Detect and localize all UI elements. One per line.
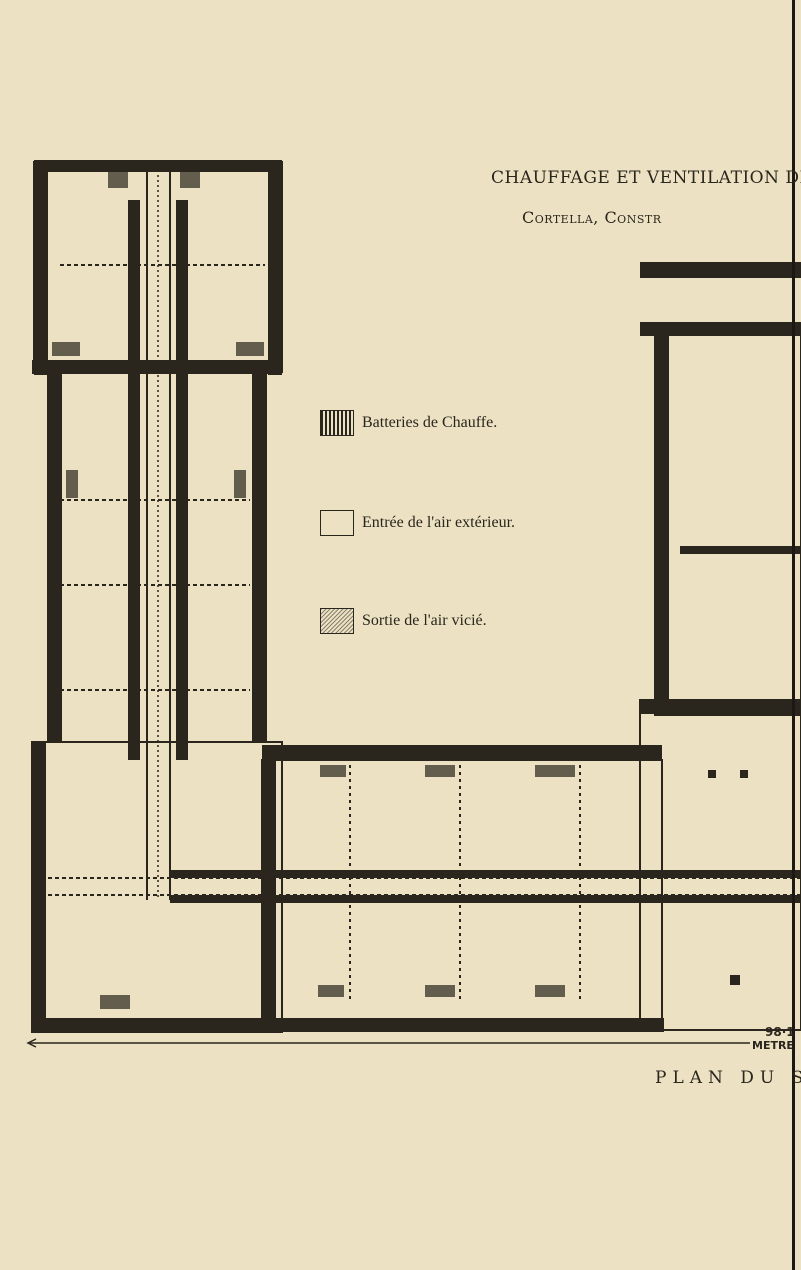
wall-piers xyxy=(32,160,801,1032)
right-wing xyxy=(654,334,801,716)
plate-subtitle: Cortella, Constr xyxy=(522,208,662,227)
stale-air-outlet-swatch-icon xyxy=(320,608,354,634)
legend-label: Sortie de l'air vicié. xyxy=(362,612,487,629)
legend-item-air-outlet: Sortie de l'air vicié. xyxy=(320,608,487,634)
scale-unit: METRE xyxy=(752,1039,794,1052)
right-wing-lower xyxy=(639,699,801,1031)
scale-value: 98·1 xyxy=(765,1025,795,1039)
left-wing-lower-block xyxy=(31,741,283,1033)
legend-item-batteries: Batteries de Chauffe. xyxy=(320,410,497,436)
heating-batteries xyxy=(52,172,575,1009)
legend-item-air-inlet: Entrée de l'air extérieur. xyxy=(320,510,515,536)
plan-caption: PLAN DU S xyxy=(655,1068,801,1088)
left-wing-middle-block xyxy=(47,371,267,743)
plate-title: CHAUFFAGE ET VENTILATION DE xyxy=(491,168,801,188)
heating-battery-swatch-icon xyxy=(320,410,354,436)
fresh-air-inlet-swatch-icon xyxy=(320,510,354,536)
legend-label: Batteries de Chauffe. xyxy=(362,414,498,431)
legend-label: Entrée de l'air extérieur. xyxy=(362,514,516,531)
page-edge xyxy=(792,0,795,1270)
